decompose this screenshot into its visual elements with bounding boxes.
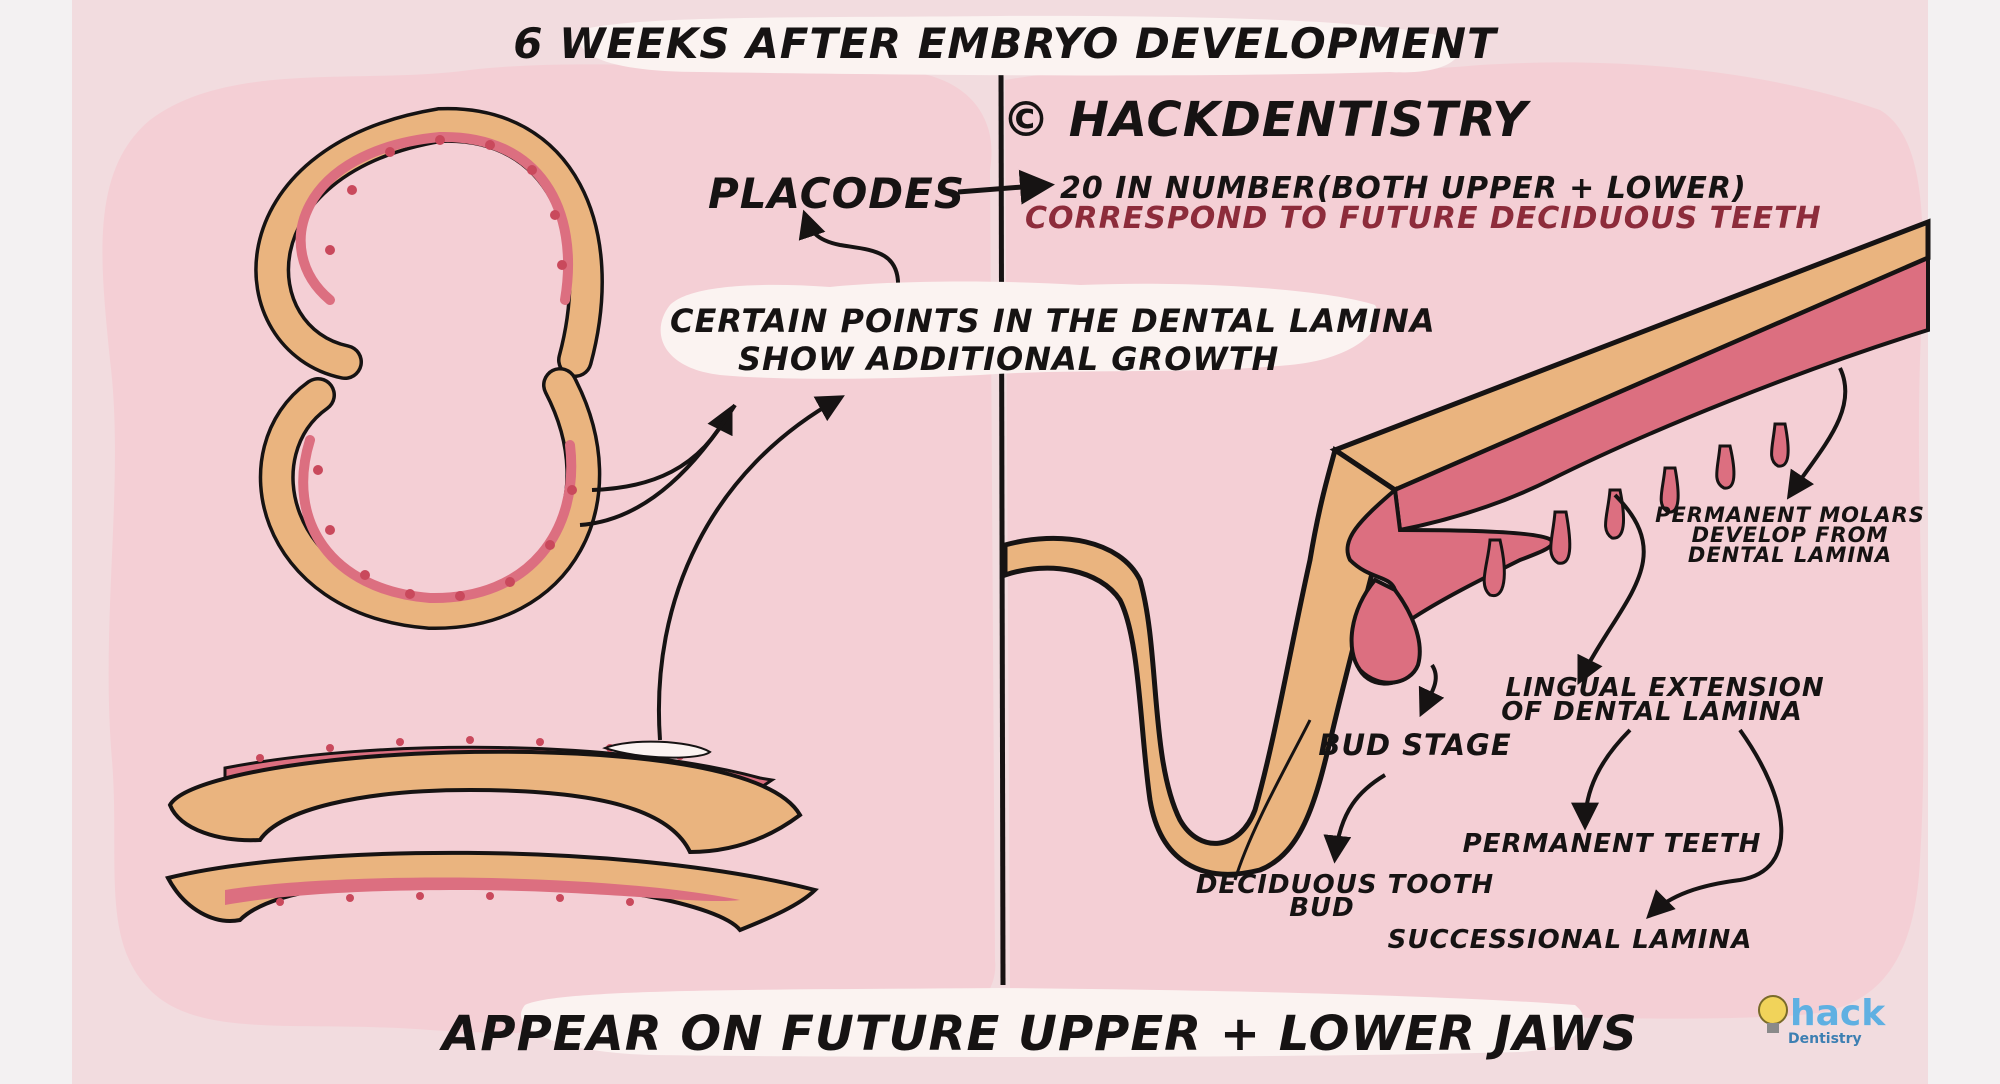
title-cloud	[578, 15, 1459, 76]
arrow-to-permanent-molars	[1786, 367, 1848, 500]
label-deciduous-2: BUD	[1289, 893, 1355, 923]
label-lingual-1: LINGUAL EXTENSION	[1505, 673, 1824, 703]
arrow-to-lingual-extension	[1577, 493, 1646, 686]
arrow-jaw-to-growth	[657, 395, 845, 741]
arrow-to-bud-stage	[1418, 663, 1445, 718]
label-permanent-molars-3: DENTAL LAMINA	[1688, 543, 1892, 567]
label-permanent-molars-1: PERMANENT MOLARS	[1655, 503, 1925, 527]
lightbulb-icon	[1758, 995, 1788, 1033]
growth-note-cloud	[660, 281, 1379, 379]
bud-highlight	[602, 740, 712, 759]
title: 6 WEEKS AFTER EMBRYO DEVELOPMENT	[513, 19, 1499, 68]
arrow-growth-to-placodes	[798, 209, 901, 289]
placodes-count: 20 IN NUMBER(BOTH UPPER + LOWER)	[1060, 171, 1747, 206]
arrow-arch-to-growth-2	[579, 403, 737, 527]
growth-note-line1: CERTAIN POINTS IN THE DENTAL LAMINA	[670, 302, 1436, 340]
divider-line	[998, 69, 1006, 986]
label-permanent-molars-2: DEVELOP FROM	[1692, 523, 1889, 547]
copyright-watermark: © HACKDENTISTRY	[1002, 92, 1531, 148]
hackdentistry-logo: hack Dentistry	[1758, 993, 1886, 1047]
growth-note-line2: SHOW ADDITIONAL GROWTH	[738, 340, 1279, 378]
arrow-bud-to-deciduous	[1323, 773, 1387, 864]
line-deciduous-pointer	[1233, 719, 1312, 881]
label-deciduous-1: DECIDUOUS TOOTH	[1196, 870, 1494, 900]
upper-arch-top-view	[254, 106, 604, 380]
lower-jaw-side-view	[165, 850, 819, 933]
logo-sub: Dentistry	[1788, 1031, 1862, 1047]
label-lingual-2: OF DENTAL LAMINA	[1501, 697, 1803, 727]
arrow-lingual-to-permanent	[1571, 728, 1632, 831]
placodes-label: PLACODES	[708, 169, 965, 218]
footer-cloud	[520, 988, 1584, 1057]
label-successional: SUCCESSIONAL LAMINA	[1388, 925, 1753, 955]
arrow-placodes	[957, 169, 1055, 205]
placodes-correspond: CORRESPOND TO FUTURE DECIDUOUS TEETH	[1025, 201, 1822, 236]
footer-caption: APPEAR ON FUTURE UPPER + LOWER JAWS	[438, 1006, 1637, 1062]
label-permanent-teeth: PERMANENT TEETH	[1463, 829, 1762, 859]
logo-main: hack	[1790, 993, 1886, 1034]
lower-arch-top-view	[258, 367, 602, 631]
dental-lamina-diagram	[1002, 218, 1931, 877]
arrow-lingual-to-successional	[1646, 728, 1784, 919]
label-bud-stage: BUD STAGE	[1318, 728, 1511, 762]
upper-jaw-side-view	[167, 736, 803, 855]
